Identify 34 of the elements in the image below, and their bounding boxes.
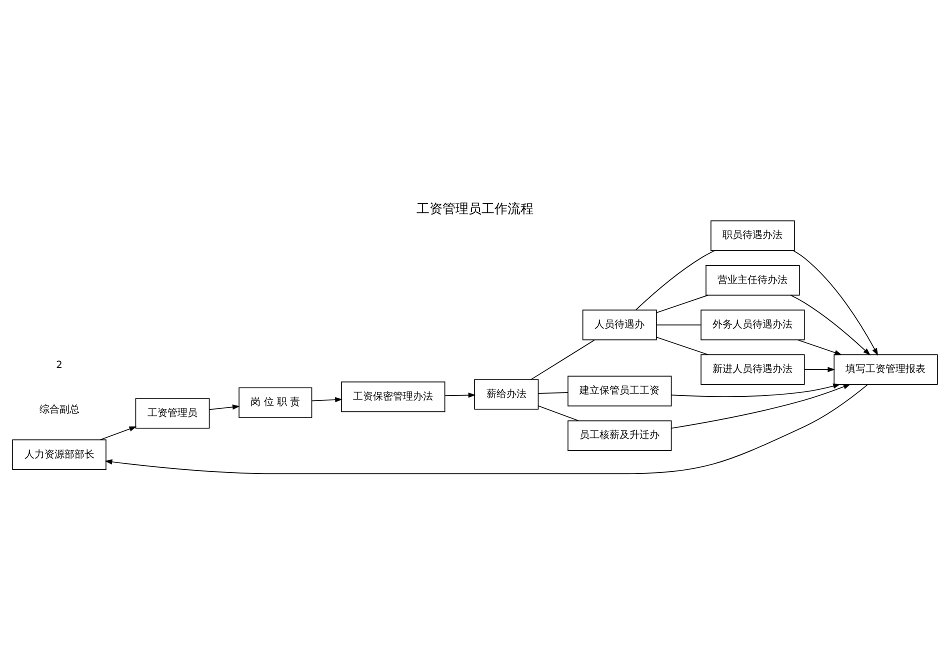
node-box: 职员待遇办法 <box>710 220 795 250</box>
node-box: 员工核薪及升迁办 <box>568 420 672 450</box>
arrow <box>444 392 476 398</box>
arrow <box>100 426 137 440</box>
node-box: 营业主任待办法 <box>706 264 800 296</box>
node-box: 工资管理员 <box>135 398 210 428</box>
arrow <box>792 250 878 356</box>
connector <box>656 324 702 325</box>
node-box: 外务人员待遇办法 <box>700 309 805 340</box>
connector <box>656 294 708 313</box>
connector <box>538 404 579 421</box>
connector <box>635 250 716 310</box>
label: 综合副总 <box>39 404 80 416</box>
node-box: 建立保管员工工资 <box>568 375 672 406</box>
node-box: 填写工资管理报表 <box>834 354 938 384</box>
node-box: 工资保密管理办法 <box>341 381 446 412</box>
arrow <box>312 396 343 402</box>
diagram-title: 工资管理员工作流程 <box>416 202 534 217</box>
label: 2 <box>56 359 62 370</box>
node-box: 人力资源部部长 <box>12 438 106 470</box>
arrow <box>671 383 841 396</box>
arrow <box>790 294 870 355</box>
node-box: 人员待遇办 <box>582 309 657 340</box>
arrow <box>208 404 240 410</box>
node-box: 新进人员待遇办法 <box>700 354 805 384</box>
connector <box>530 339 595 380</box>
connector <box>538 392 568 394</box>
connector <box>656 336 708 355</box>
arrow <box>804 366 836 372</box>
arrow <box>670 384 851 428</box>
arrow <box>104 384 868 474</box>
node-box: 薪给办法 <box>474 378 539 410</box>
arrow <box>797 339 842 355</box>
node-box: 岗 位 职 责 <box>238 386 312 418</box>
